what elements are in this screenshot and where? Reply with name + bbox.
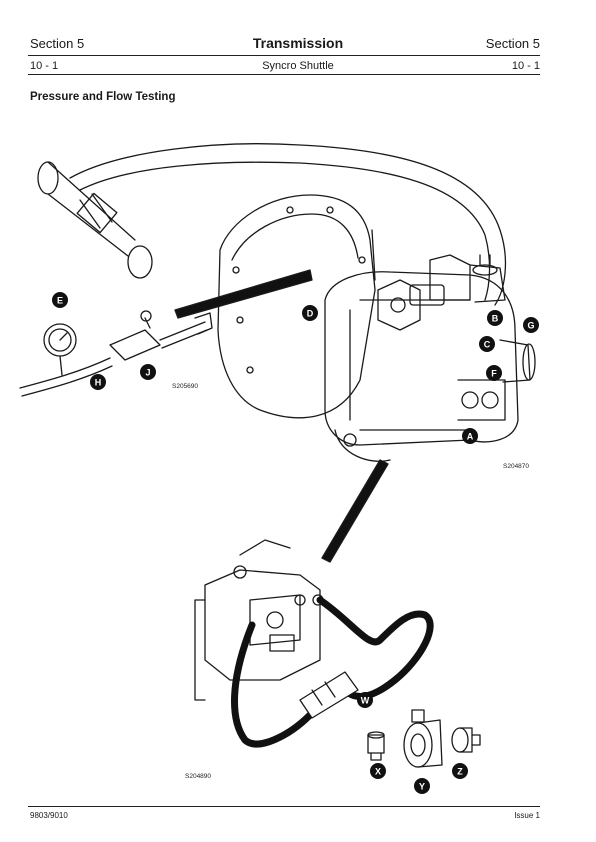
hose-lower	[79, 161, 491, 301]
callout-h: H	[90, 374, 106, 390]
test-hose-left	[231, 621, 314, 748]
svg-text:F: F	[491, 369, 497, 379]
pointer-hose	[321, 459, 389, 563]
svg-text:W: W	[361, 696, 370, 706]
svg-text:G: G	[527, 321, 534, 331]
section-heading: Pressure and Flow Testing	[30, 91, 176, 103]
test-block	[109, 329, 161, 361]
flow-adapter	[299, 671, 359, 719]
bell-housing-bolts	[232, 206, 366, 374]
gearbox-fragment	[204, 569, 321, 681]
svg-text:X: X	[375, 767, 381, 777]
callout-c: C	[479, 336, 495, 352]
footer-rule	[28, 806, 540, 807]
callout-y: Y	[414, 778, 430, 794]
adapter-z	[451, 727, 481, 753]
figure-code-gauge: S205690	[172, 383, 198, 390]
callout-w: W	[357, 692, 373, 708]
svg-text:H: H	[95, 378, 102, 388]
adapter-x	[367, 731, 385, 761]
test-hose-right	[316, 596, 434, 701]
header-rule	[28, 55, 540, 56]
callout-a: A	[462, 428, 478, 444]
svg-text:B: B	[492, 314, 499, 324]
callout-e: E	[52, 292, 68, 308]
figure-code-hose: S204890	[185, 773, 211, 780]
callout-f: F	[486, 365, 502, 381]
filter-canister	[37, 161, 153, 279]
svg-text:Y: Y	[419, 782, 425, 792]
svg-text:Z: Z	[457, 767, 463, 777]
figure-code-main: S204870	[503, 463, 529, 470]
adapter-y	[403, 709, 443, 768]
svg-text:J: J	[145, 368, 150, 378]
page-number-right: 10 - 1	[511, 60, 540, 72]
valve-block	[429, 254, 471, 301]
svg-text:C: C	[484, 340, 491, 350]
document-number: 9803/9010	[30, 811, 68, 820]
subheader-rule	[28, 74, 540, 75]
section-label-left: Section 5	[30, 36, 85, 51]
gearbox-body	[324, 271, 519, 446]
callout-d: D	[302, 305, 318, 321]
svg-text:A: A	[467, 432, 474, 442]
filter-housing	[499, 339, 531, 383]
svg-text:D: D	[307, 309, 314, 319]
page-subtitle: Syncro Shuttle	[262, 60, 334, 72]
callout-g: G	[523, 317, 539, 333]
callout-x: X	[370, 763, 386, 779]
issue-label: Issue 1	[514, 811, 540, 820]
pressure-gauge	[43, 323, 77, 376]
pointer-gauge	[174, 269, 313, 319]
callout-z: Z	[452, 763, 468, 779]
hose-upper	[69, 143, 507, 306]
page-number-left: 10 - 1	[30, 60, 59, 72]
svg-text:E: E	[57, 296, 63, 306]
callout-j: J	[140, 364, 156, 380]
gauge-hose	[19, 357, 111, 389]
callout-b: B	[487, 310, 503, 326]
page-title: Transmission	[252, 35, 344, 51]
bell-housing	[217, 194, 376, 419]
section-label-right: Section 5	[485, 36, 540, 51]
